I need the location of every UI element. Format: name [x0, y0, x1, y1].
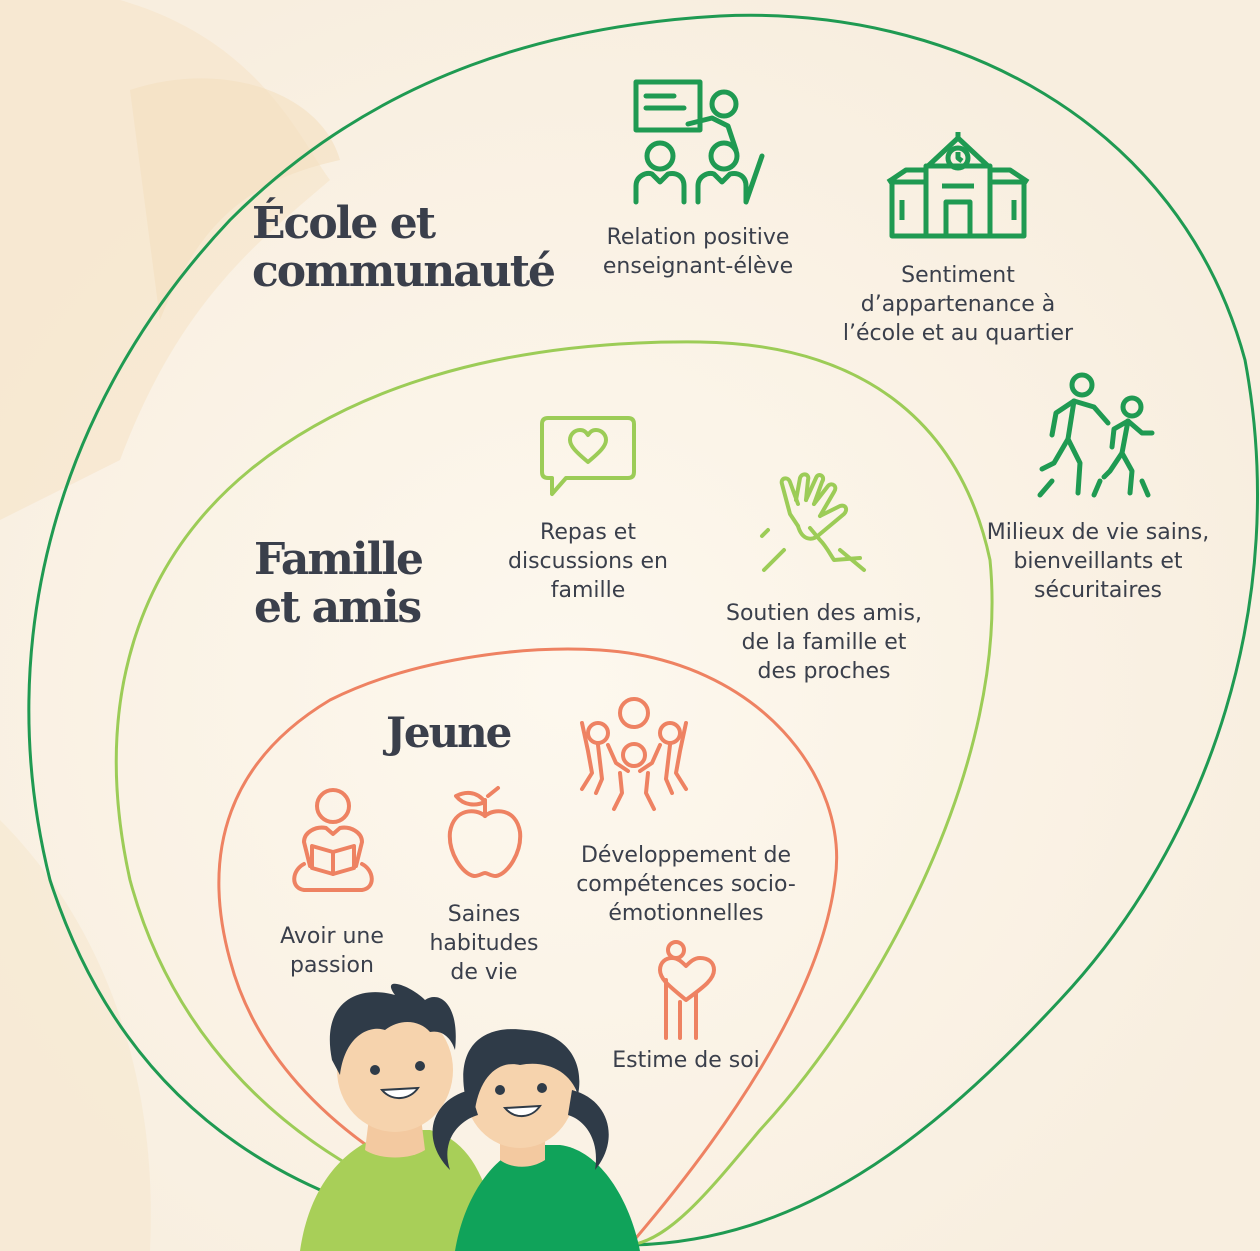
self-hug-icon — [658, 940, 716, 1040]
heading-famille-amis: Famille et amis — [254, 534, 424, 633]
label-saines-habitudes: Saines habitudes de vie — [429, 902, 539, 985]
group-dance-icon — [580, 697, 688, 811]
outer-ring — [27, 13, 1259, 1247]
classroom-icon — [633, 79, 765, 205]
heading-line: Jeune — [386, 708, 512, 757]
middle-ring — [114, 340, 994, 1247]
label-relation-positive: Relation positive enseignant-élève — [602, 225, 794, 279]
children-illustration — [300, 983, 640, 1251]
label-estime-de-soi: Estime de soi — [612, 1048, 760, 1073]
label-milieux-de-vie: Milieux de vie sains, bienveillants et s… — [986, 520, 1210, 603]
inner-ring — [217, 647, 838, 1247]
heading-line: École et — [252, 198, 436, 249]
label-soutien-amis: Soutien des amis, de la famille et des p… — [725, 601, 922, 684]
high-five-icon — [760, 472, 866, 572]
heading-line: Famille — [254, 534, 424, 585]
heart-message-icon — [540, 416, 636, 496]
label-avoir-passion: Avoir une passion — [280, 924, 384, 978]
crosswalk-icon — [1037, 372, 1155, 498]
heading-jeune: Jeune — [386, 708, 512, 757]
label-repas-discussions: Repas et discussions en famille — [508, 520, 668, 603]
reading-person-icon — [292, 788, 374, 892]
heading-line: et amis — [254, 582, 422, 633]
label-developpement-competences: Développement de compétences socio- émot… — [576, 843, 796, 926]
heading-ecole-communaute: École et communauté — [252, 198, 556, 297]
school-building-icon — [886, 132, 1030, 239]
label-sentiment-appartenance: Sentiment d’appartenance à l’école et au… — [842, 263, 1074, 346]
apple-icon — [447, 786, 523, 878]
heading-line: communauté — [252, 246, 556, 297]
